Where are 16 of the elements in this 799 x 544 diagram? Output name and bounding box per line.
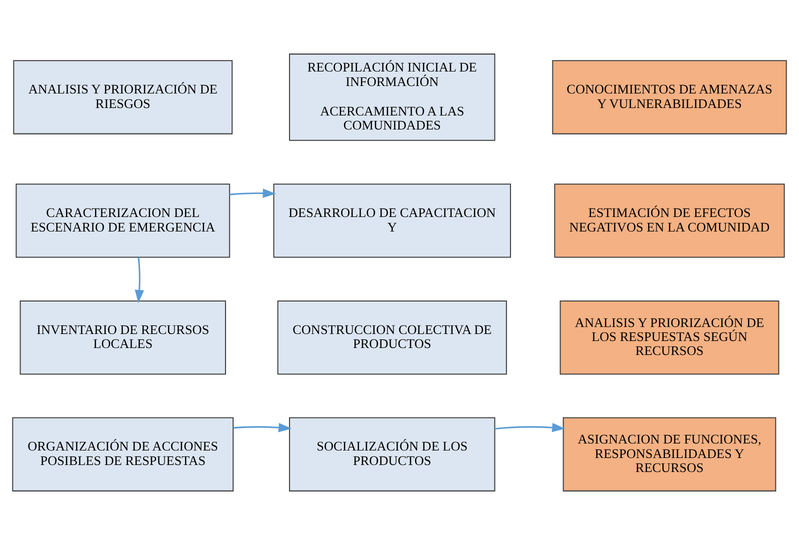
node-box: RECOPILACIÓN INICIAL DE INFORMACIÓN ACERCAMIENTO A LAS COMUNIDADES bbox=[289, 53, 496, 140]
arrow bbox=[230, 188, 276, 198]
node-box: DESARROLLO DE CAPACITACION Y bbox=[273, 183, 511, 258]
node-box: ORGANIZACIÓN DE ACCIONES POSIBLES DE RESPUESTAS bbox=[12, 416, 234, 491]
node-box: ESTIMACIÓN DE EFECTOS NEGATIVOS EN LA COMUNIDAD bbox=[554, 183, 785, 258]
node-box: ASIGNACION DE FUNCIONES, RESPONSABILIDADES Y RECURSOS bbox=[562, 416, 776, 491]
node-box: ANALISIS Y PRIORIZACIÓN DE LOS RESPUESTAS SEGÚN RECURSOS bbox=[560, 300, 780, 374]
node-box: CONOCIMIENTOS DE AMENAZAS Y VULNERABILIDADES bbox=[552, 60, 787, 134]
arrow bbox=[134, 256, 144, 303]
node-box: CARACTERIZACION DEL ESCENARIO DE EMERGENCIA bbox=[16, 183, 230, 258]
node-box: INVENTARIO DE RECURSOS LOCALES bbox=[20, 300, 226, 374]
arrow bbox=[233, 422, 292, 432]
node-box: SOCIALIZACIÓN DE LOS PRODUCTOS bbox=[289, 416, 496, 491]
arrow bbox=[494, 422, 566, 432]
node-box: CONSTRUCCION COLECTIVA DE PRODUCTOS bbox=[277, 300, 507, 374]
node-box: ANALISIS Y PRIORIZACIÓN DE RIESGOS bbox=[13, 60, 233, 134]
